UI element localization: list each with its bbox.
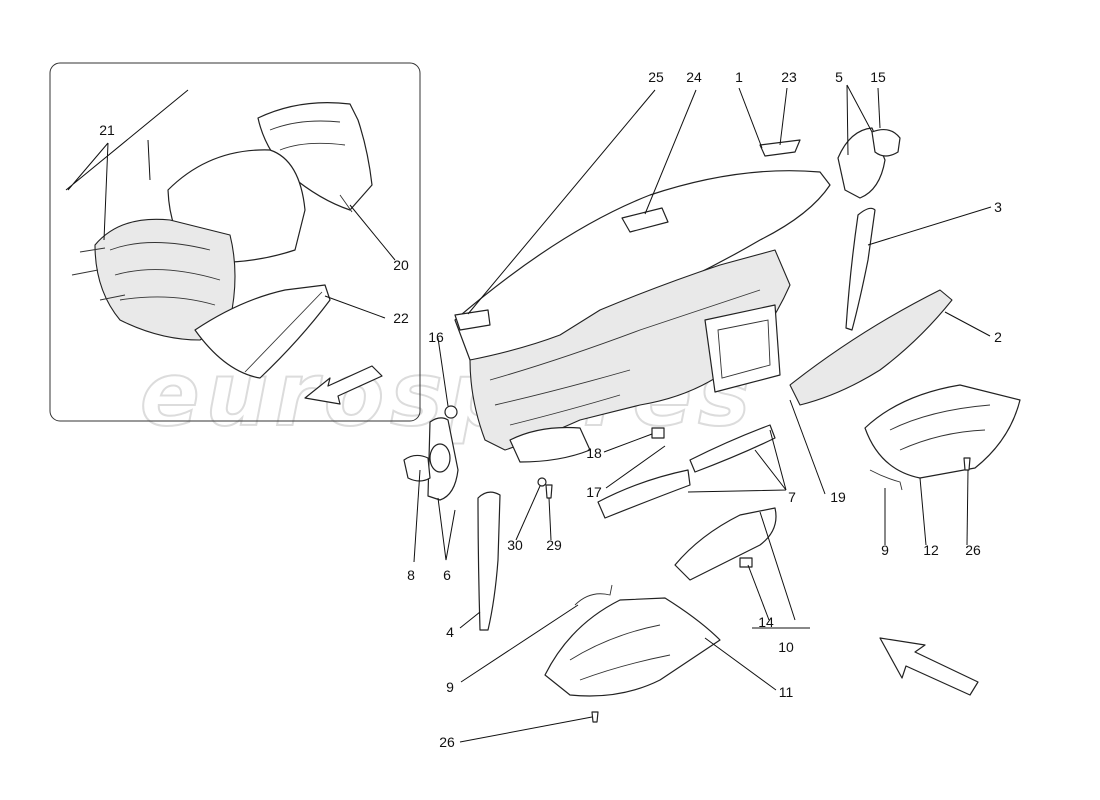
callout-30: 30: [507, 537, 523, 553]
callout-22: 22: [393, 310, 409, 326]
part-knee-trim-left: [597, 469, 691, 519]
part-side-air-vent: [837, 127, 901, 199]
part-bracket-18: [651, 427, 665, 439]
part-glovebox-right: [864, 384, 1021, 479]
leader-lines: [65, 84, 992, 743]
callout-15: 15: [870, 69, 886, 85]
callout-3: 3: [994, 199, 1002, 215]
callout-labels: 1 2 3 4 5 6 7 8 9 9 10 11 12 14 15 16 17…: [99, 69, 1002, 750]
part-wiring-harness-9-left: [574, 584, 613, 606]
part-washer-30: [537, 477, 547, 487]
callout-11: 11: [779, 684, 794, 700]
callout-21: 21: [99, 122, 115, 138]
part-vent-left: [403, 454, 431, 482]
part-defroster-vent-center: [621, 207, 669, 233]
part-knee-bolster-lid: [674, 507, 777, 581]
inset-detail-box: [49, 62, 421, 422]
callout-2: 2: [994, 329, 1002, 345]
callout-9-left: 9: [446, 679, 454, 695]
part-screw-26-right: [963, 457, 971, 471]
part-instrument-cluster-hood: [71, 149, 306, 341]
callout-25: 25: [648, 69, 664, 85]
callout-17: 17: [586, 484, 602, 500]
direction-arrow-inset: [304, 365, 383, 405]
direction-arrow-main: [879, 637, 979, 696]
part-a-pillar-trim-right: [845, 207, 876, 331]
part-vent-bezel-left: [429, 443, 451, 473]
part-lower-trim-panel: [194, 284, 331, 379]
callout-16: 16: [428, 329, 444, 345]
part-glovebox-left: [544, 597, 721, 697]
callout-18: 18: [586, 445, 602, 461]
callout-8: 8: [407, 567, 415, 583]
part-speaker-grille-left: [454, 309, 491, 331]
part-dashboard-main: [454, 170, 831, 463]
part-right-trim-panel: [789, 289, 953, 406]
callout-24: 24: [686, 69, 702, 85]
callout-10: 10: [778, 639, 794, 655]
part-a-pillar-trim-left: [477, 491, 501, 631]
part-wiring-harness-9-right: [869, 469, 903, 491]
callout-12: 12: [923, 542, 939, 558]
part-screw-26-left: [591, 711, 599, 723]
callout-4: 4: [446, 624, 454, 640]
callout-7: 7: [788, 489, 796, 505]
callout-14: 14: [758, 614, 774, 630]
callout-19: 19: [830, 489, 846, 505]
callout-1: 1: [735, 69, 743, 85]
callout-6: 6: [443, 567, 451, 583]
callout-23: 23: [781, 69, 797, 85]
part-knee-trim-center: [689, 424, 776, 473]
callout-9-right: 9: [881, 542, 889, 558]
callout-26-right: 26: [965, 542, 981, 558]
callout-5: 5: [835, 69, 843, 85]
callout-26-left: 26: [439, 734, 455, 750]
part-screw-29: [545, 484, 553, 499]
callout-29: 29: [546, 537, 562, 553]
part-clip-16: [444, 405, 458, 419]
part-switch-14: [739, 557, 753, 568]
part-speaker-grille-right: [759, 139, 801, 157]
callout-20: 20: [393, 257, 409, 273]
